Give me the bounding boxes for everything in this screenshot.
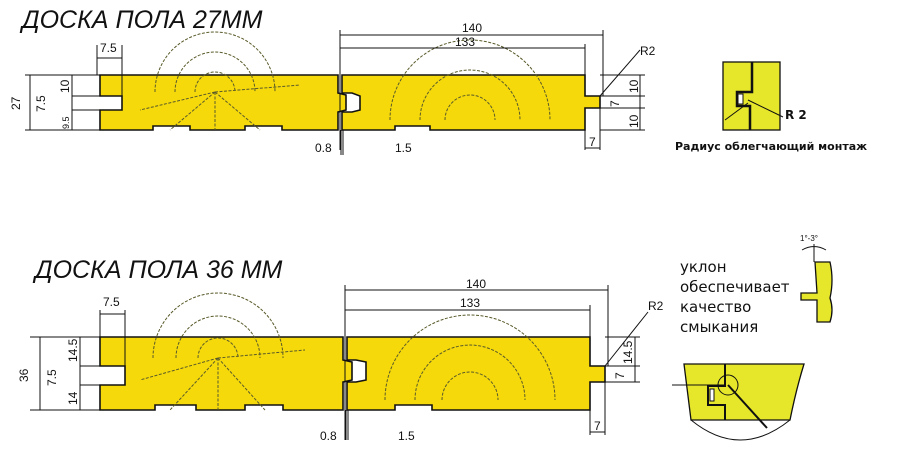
- dim-133: 133: [455, 35, 475, 49]
- radius-detail-caption: Радиус облегчающий монтаж: [675, 140, 867, 153]
- nail-detail: [672, 363, 805, 441]
- dim-groove-depth: 7.5: [100, 41, 117, 55]
- dim-thickness: 36: [17, 368, 31, 382]
- dim-groove-height: 7.5: [45, 369, 59, 386]
- dim-bottom-lip: 14: [66, 391, 80, 405]
- dim-relief: 1.5: [395, 141, 412, 155]
- dim-tongue: 7: [589, 135, 596, 149]
- dim-relief: 1.5: [398, 429, 415, 443]
- dim-right-tongue: 7: [613, 372, 627, 379]
- dim-133: 133: [460, 296, 480, 310]
- dim-bottom-lip: 9.5: [61, 116, 71, 129]
- dim-top-lip: 10: [58, 79, 72, 93]
- dim-thickness: 27: [9, 96, 23, 110]
- radius-detail: R 2 Радиус облегчающий монтаж: [675, 61, 867, 153]
- dim-right-bottom: 10: [627, 114, 641, 128]
- bottom-title: ДОСКА ПОЛА 36 ММ: [32, 256, 283, 284]
- dim-right-tongue: 7: [608, 100, 622, 107]
- top-title: ДОСКА ПОЛА 27ММ: [19, 6, 263, 34]
- dim-groove-height: 7.5: [34, 95, 48, 112]
- top-dimensions: 140 133 7.5 27 10 7.5 9.5 0.8 1.5 7 10 7…: [9, 21, 656, 155]
- board-36mm: [99, 292, 606, 411]
- slope-detail: уклон обеспечивает качество смыкания 1°-…: [680, 234, 833, 336]
- slope-angle: 1°-3°: [800, 234, 818, 243]
- dim-140: 140: [466, 277, 486, 291]
- dim-radius: R2: [648, 299, 664, 313]
- slope-caption-line: обеспечивает: [680, 278, 790, 296]
- dim-140: 140: [462, 21, 482, 35]
- dim-top-lip: 14.5: [66, 338, 80, 362]
- bottom-dimensions: 140 133 7.5 36 14.5 7.5 14 0.8 1.5 7 14.…: [17, 277, 664, 443]
- dim-right-top: 10: [627, 79, 641, 93]
- board-27mm: [99, 31, 601, 131]
- dim-gap: 0.8: [315, 141, 332, 155]
- slope-caption-line: качество: [680, 298, 751, 316]
- slope-caption-line: смыкания: [680, 318, 758, 336]
- dim-right-top: 14.5: [621, 340, 635, 364]
- dim-radius: R2: [640, 44, 656, 58]
- slope-caption-line: уклон: [680, 258, 727, 276]
- dim-tongue: 7: [594, 419, 601, 433]
- radius-detail-label: R 2: [785, 108, 807, 122]
- dim-gap: 0.8: [320, 429, 337, 443]
- dim-groove-depth: 7.5: [103, 295, 120, 309]
